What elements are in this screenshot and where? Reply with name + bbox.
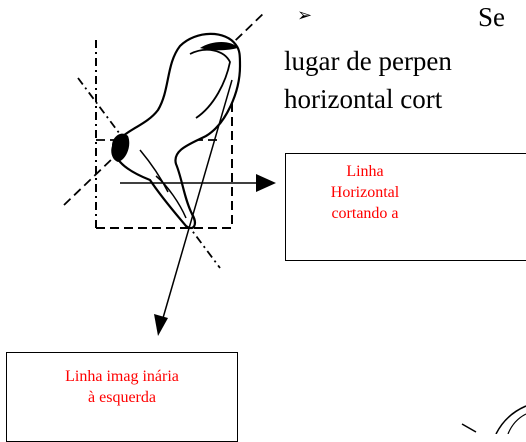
body-text-line-2: lugar de perpen	[284, 46, 452, 76]
callout-imaginary-line-1: Linha imag inária	[65, 368, 179, 385]
body-text-line-3: horizontal cort	[284, 84, 443, 114]
partial-sketch-bottom-right-inner	[507, 413, 526, 434]
callout-horizontal-line-1: Linha	[346, 163, 384, 180]
slanted-arrow-line	[162, 79, 233, 319]
ear-shading-lobe	[155, 175, 187, 219]
ear-outline	[113, 32, 242, 230]
callout-horizontal-line: Linha Horizontal cortando a	[285, 153, 526, 261]
slanted-arrow-head	[154, 314, 168, 336]
bullet-arrow-icon: ➢	[297, 5, 313, 26]
ear-shading-top	[200, 42, 238, 51]
body-text-line-1: Se	[478, 2, 505, 32]
diagonal-reference-line-lower	[77, 77, 221, 269]
ear-inner-fold	[189, 48, 231, 119]
callout-horizontal-line-3: cortando a	[331, 205, 399, 222]
callout-imaginary-line-2: à esquerda	[88, 389, 156, 406]
dashed-frame	[96, 88, 233, 229]
ear-shading-side	[139, 149, 169, 193]
partial-dash-bottom-right	[461, 423, 477, 433]
horizontal-arrow-head	[256, 174, 276, 192]
partial-sketch-bottom-right	[495, 405, 526, 434]
callout-horizontal-line-2: Horizontal	[330, 184, 400, 201]
callout-imaginary-line: Linha imag inária à esquerda	[6, 352, 238, 442]
ear-tragus	[111, 133, 130, 162]
